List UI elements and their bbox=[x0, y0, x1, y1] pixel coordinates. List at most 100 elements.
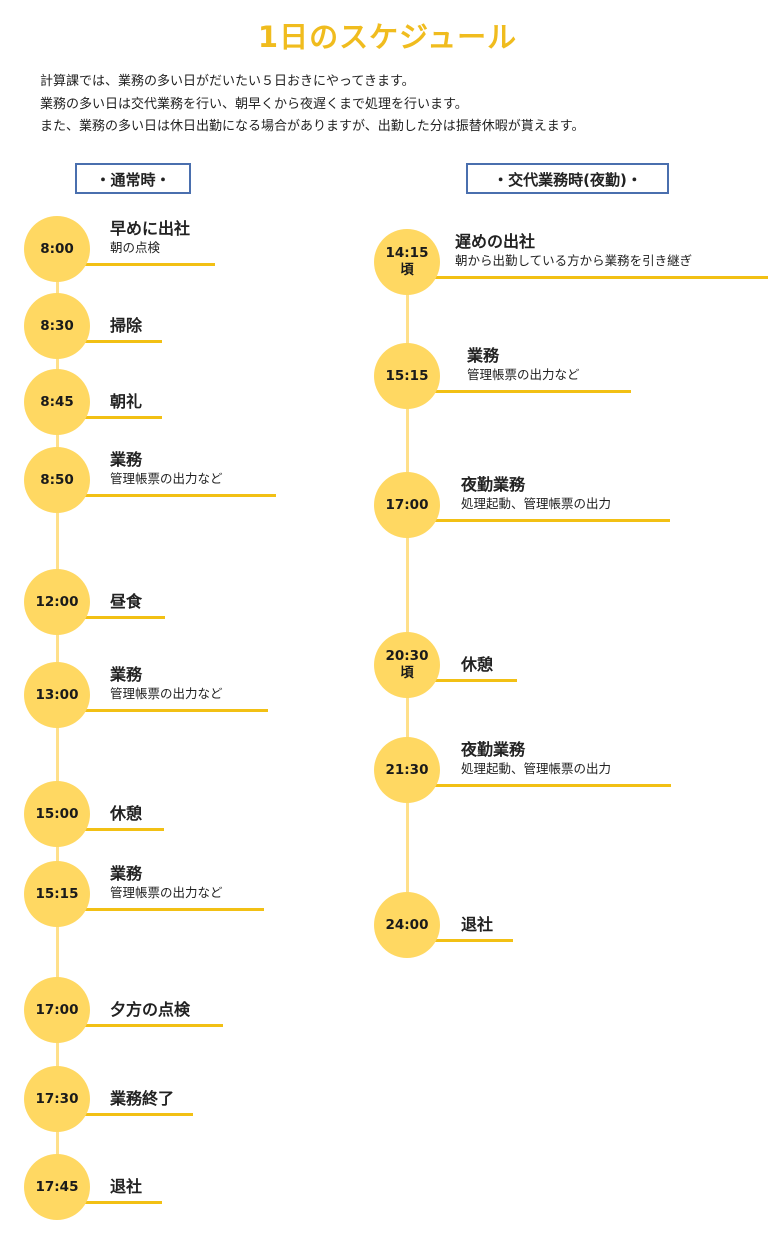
event-time: 13:00 bbox=[35, 686, 79, 703]
event-detail: 管理帳票の出力など bbox=[110, 471, 223, 486]
event-label: 退社 bbox=[110, 1177, 142, 1197]
event-detail: 処理起動、管理帳票の出力 bbox=[461, 761, 612, 776]
event-label: 遅めの出社朝から出勤している方から業務を引き継ぎ bbox=[455, 232, 692, 270]
event-underline bbox=[427, 784, 671, 787]
event-title: 朝礼 bbox=[110, 392, 143, 411]
event-time: 15:00 bbox=[35, 805, 79, 822]
intro-line: また、業務の多い日は休日出勤になる場合がありますが、出勤した分は振替休暇が貰えま… bbox=[40, 119, 585, 134]
time-badge: 8:50 bbox=[24, 447, 90, 513]
time-badge: 17:30 bbox=[24, 1066, 90, 1132]
event-time: 8:00 bbox=[40, 240, 74, 257]
event-title: 業務 bbox=[110, 665, 143, 684]
event-label: 昼食 bbox=[110, 592, 142, 612]
event-time: 17:45 bbox=[35, 1178, 79, 1195]
event-title: 昼食 bbox=[110, 592, 143, 611]
time-badge: 17:45 bbox=[24, 1154, 90, 1220]
event-time: 17:00 bbox=[35, 1001, 79, 1018]
event-title: 休憩 bbox=[110, 804, 143, 823]
event-title: 業務 bbox=[110, 864, 143, 883]
event-title: 業務終了 bbox=[110, 1089, 175, 1108]
time-badge: 17:00 bbox=[24, 977, 90, 1043]
time-badge: 8:30 bbox=[24, 293, 90, 359]
event-detail: 管理帳票の出力など bbox=[110, 686, 223, 701]
event-underline bbox=[77, 263, 215, 266]
event-label: 休憩 bbox=[461, 655, 493, 675]
event-title: 夕方の点検 bbox=[110, 1000, 191, 1019]
event-time: 15:15 bbox=[385, 367, 429, 384]
event-detail: 朝の点検 bbox=[110, 240, 161, 255]
event-label: 夜勤業務処理起動、管理帳票の出力 bbox=[461, 740, 611, 778]
time-badge: 12:00 bbox=[24, 569, 90, 635]
event-title: 掃除 bbox=[110, 316, 143, 335]
event-label: 休憩 bbox=[110, 804, 142, 824]
event-title: 業務 bbox=[110, 450, 143, 469]
time-badge: 15:15 bbox=[24, 861, 90, 927]
event-underline bbox=[77, 908, 264, 911]
event-label: 退社 bbox=[461, 915, 493, 935]
event-underline bbox=[77, 828, 164, 831]
time-badge: 8:00 bbox=[24, 216, 90, 282]
event-underline bbox=[427, 679, 517, 682]
event-underline bbox=[427, 519, 670, 522]
event-label: 業務管理帳票の出力など bbox=[110, 450, 223, 488]
normal-schedule-header: ・通常時・ bbox=[75, 163, 191, 194]
event-title: 遅めの出社 bbox=[455, 232, 536, 251]
event-underline bbox=[77, 709, 268, 712]
event-time: 17:30 bbox=[35, 1090, 79, 1107]
intro-text: 計算課では、業務の多い日がだいたい５日おきにやってきます。 業務の多い日は交代業… bbox=[40, 71, 770, 139]
event-time: 8:30 bbox=[40, 317, 74, 334]
time-badge: 21:30 bbox=[374, 737, 440, 803]
event-underline bbox=[77, 494, 276, 497]
event-time: 20:30 bbox=[385, 648, 429, 664]
event-underline bbox=[77, 340, 162, 343]
timeline-connector bbox=[405, 262, 409, 925]
event-detail: 管理帳票の出力など bbox=[467, 367, 580, 382]
event-detail: 管理帳票の出力など bbox=[110, 885, 223, 900]
event-title: 退社 bbox=[110, 1177, 143, 1196]
event-label: 朝礼 bbox=[110, 392, 142, 412]
event-underline bbox=[77, 1201, 162, 1204]
event-time: 15:15 bbox=[35, 885, 79, 902]
time-badge: 24:00 bbox=[374, 892, 440, 958]
event-underline bbox=[427, 276, 768, 279]
event-time: 17:00 bbox=[385, 496, 429, 513]
shift-schedule-header: ・交代業務時(夜勤)・ bbox=[466, 163, 669, 194]
event-label: 早めに出社朝の点検 bbox=[110, 219, 190, 257]
event-label: 業務管理帳票の出力など bbox=[110, 864, 223, 902]
event-title: 業務 bbox=[467, 346, 500, 365]
event-underline bbox=[77, 1024, 223, 1027]
event-time: 8:50 bbox=[40, 471, 74, 488]
event-detail: 処理起動、管理帳票の出力 bbox=[461, 496, 612, 511]
intro-line: 業務の多い日は交代業務を行い、朝早くから夜遅くまで処理を行います。 bbox=[40, 96, 468, 112]
time-badge: 13:00 bbox=[24, 662, 90, 728]
time-badge: 15:15 bbox=[374, 343, 440, 409]
event-title: 夜勤業務 bbox=[461, 740, 526, 759]
event-underline bbox=[427, 390, 631, 393]
event-label: 業務管理帳票の出力など bbox=[110, 665, 223, 703]
event-underline bbox=[427, 939, 513, 942]
event-time: 21:30 bbox=[385, 761, 429, 778]
event-title: 退社 bbox=[461, 915, 494, 934]
event-title: 休憩 bbox=[461, 655, 494, 674]
intro-line: 計算課では、業務の多い日がだいたい５日おきにやってきます。 bbox=[40, 74, 415, 89]
page-title: 1日のスケジュール bbox=[257, 20, 518, 54]
time-badge: 17:00 bbox=[374, 472, 440, 538]
time-badge: 8:45 bbox=[24, 369, 90, 435]
event-time: 12:00 bbox=[35, 593, 79, 610]
event-underline bbox=[77, 616, 165, 619]
event-time: 14:15 bbox=[385, 245, 429, 261]
event-label: 夜勤業務処理起動、管理帳票の出力 bbox=[461, 475, 611, 513]
event-time: 8:45 bbox=[40, 393, 74, 410]
event-time-approx: 頃 bbox=[400, 262, 414, 278]
event-label: 掃除 bbox=[110, 316, 142, 336]
event-title: 夜勤業務 bbox=[461, 475, 526, 494]
event-label: 業務管理帳票の出力など bbox=[467, 346, 580, 384]
event-detail: 朝から出勤している方から業務を引き継ぎ bbox=[455, 253, 693, 268]
event-underline bbox=[77, 416, 162, 419]
event-time: 24:00 bbox=[385, 916, 429, 933]
event-time-approx: 頃 bbox=[400, 665, 414, 681]
event-label: 夕方の点検 bbox=[110, 1000, 190, 1020]
event-label: 業務終了 bbox=[110, 1089, 174, 1109]
